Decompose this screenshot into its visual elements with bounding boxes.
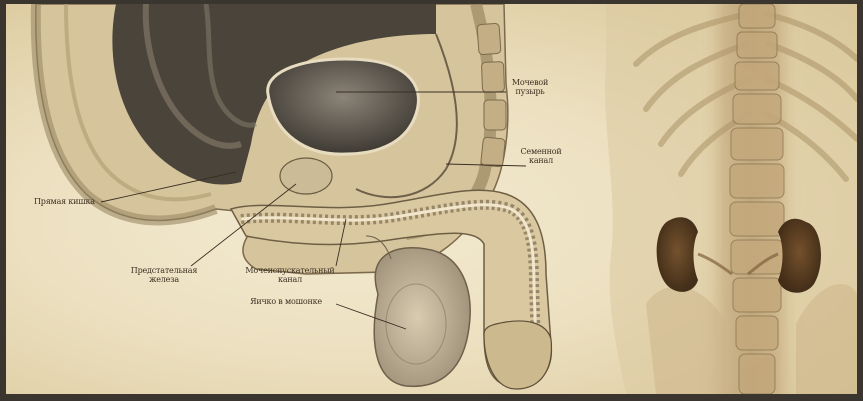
label-testis: Яичко в мошонке <box>240 297 332 306</box>
sagittal-section <box>36 4 552 389</box>
label-rectum: Прямая кишка <box>34 197 100 206</box>
anatomy-illustration: Мочевой пузырь Семенной канал Прямая киш… <box>6 4 857 394</box>
label-bladder: Мочевой пузырь <box>506 78 554 96</box>
label-seminal-canal: Семенной канал <box>519 147 563 165</box>
label-prostate: Предстательная железа <box>126 266 202 284</box>
prostate <box>280 158 332 194</box>
anatomy-drawing <box>6 4 857 394</box>
torso-xray <box>605 4 857 394</box>
testis <box>374 248 470 387</box>
label-urethra: Мочеиспускательный канал <box>230 266 350 284</box>
